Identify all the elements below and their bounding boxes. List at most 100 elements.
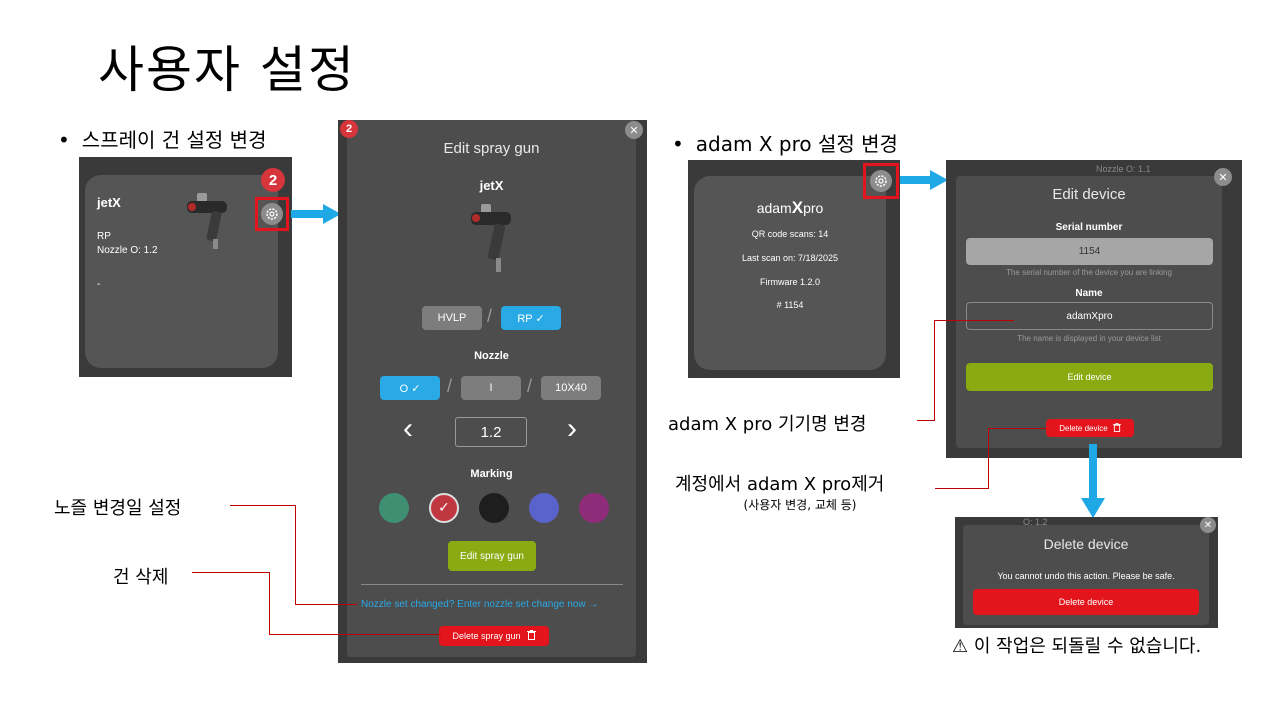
spray-gun-image [471,204,511,272]
chevron-left-icon[interactable]: ‹ [403,412,413,445]
name-label: Name [1075,288,1103,299]
delete-label: Delete device [1059,423,1108,433]
connector-line [269,572,270,635]
gun-card[interactable]: jetX RP Nozzle O: 1.2 - [85,175,278,368]
brand-part: X [791,198,804,217]
serial-hint: The serial number of the device you are … [1006,268,1172,277]
connector-line [269,634,441,635]
device-qr-scans: QR code scans: 14 [751,229,829,239]
connector-line [935,488,989,489]
marking-color-purple[interactable] [579,493,609,523]
connector-line [230,505,296,506]
delete-warning-message: You cannot undo this action. Please be s… [997,571,1175,581]
edit-gun-screenshot: Edit spray gun jetX HVLP / RP ✓ Nozzle O… [338,120,647,663]
background-text: Nozzle O: 1.1 [1096,164,1151,174]
serial-label: Serial number [1055,222,1123,233]
delete-spray-gun-button[interactable]: Delete spray gun [439,626,549,646]
nozzle-option-o[interactable]: O ✓ [380,376,440,400]
background-text: O: 1.2 [1023,517,1048,527]
nozzle-change-link[interactable]: Nozzle set changed? Enter nozzle set cha… [361,599,599,610]
step-badge: 2 [261,168,285,192]
divider [361,584,623,585]
edit-device-button[interactable]: Edit device [966,363,1213,391]
chevron-right-icon[interactable]: › [567,412,577,445]
marking-label: Marking [470,468,513,480]
confirm-delete-device-button[interactable]: Delete device [973,589,1199,615]
connector-line [988,428,989,489]
device-brand-logo: adamXpro [694,198,886,218]
arrow-right-icon [900,170,948,190]
serial-number-field[interactable]: 1154 [966,238,1213,265]
annotation-delete-gun: 건 삭제 [113,567,169,588]
annotation-nozzle-setting: 노즐 변경일 설정 [54,498,182,519]
marking-color-black[interactable] [479,493,509,523]
nozzle-size-input[interactable]: 1.2 [455,417,527,447]
gun-card-type: RP [97,231,111,242]
nozzle-separator: / [527,376,533,396]
connector-line [192,572,270,573]
settings-highlight [863,163,899,199]
device-card-screenshot: adamXpro QR code scans: 14 Last scan on:… [688,160,900,378]
edit-device-screenshot: Nozzle O: 1.1 Edit device Serial number … [946,160,1242,458]
close-icon[interactable]: ✕ [1200,517,1216,533]
edit-spray-gun-button[interactable]: Edit spray gun [448,541,536,571]
nozzle-option-10x40[interactable]: 10X40 [541,376,601,400]
annotation-remove-device-sub: (사용자 변경, 교체 등) [743,498,857,512]
gear-icon[interactable] [261,203,283,225]
annotation-warning: ⚠ 이 작업은 되돌릴 수 없습니다. [952,632,1201,658]
slide-title: 사용자 설정 [98,41,356,99]
connector-line [988,428,1046,429]
trash-icon [526,630,536,642]
warning-icon: ⚠ [952,636,969,657]
modal-title: Delete device [1043,536,1129,552]
nozzle-separator: / [447,376,453,396]
device-id: # 1154 [776,300,804,310]
type-option-rp[interactable]: RP ✓ [501,306,561,330]
bullet-spray-gun-settings: • 스프레이 건 설정 변경 [58,124,266,153]
bullet-dot: • [58,128,70,152]
marking-color-blue[interactable] [529,493,559,523]
gun-card-name: jetX [97,195,121,210]
delete-device-modal: Delete device You cannot undo this actio… [963,525,1209,625]
delete-label: Delete spray gun [452,631,521,641]
brand-part: pro [803,200,824,216]
type-separator: / [487,306,493,326]
connector-line [934,320,935,421]
close-icon[interactable]: ✕ [625,121,643,139]
type-option-hvlp[interactable]: HVLP [422,306,482,330]
bullet-device-settings: • adam X pro 설정 변경 [672,128,898,157]
device-name-field[interactable]: adamXpro [966,302,1213,330]
close-icon[interactable]: ✕ [1214,168,1232,186]
delete-device-screenshot: O: 1.2 Delete device You cannot undo thi… [955,517,1218,628]
edit-gun-modal: Edit spray gun jetX HVLP / RP ✓ Nozzle O… [347,120,636,657]
step-badge: 2 [340,120,358,138]
gun-name: jetX [479,178,504,193]
device-card[interactable]: adamXpro QR code scans: 14 Last scan on:… [694,176,886,370]
delete-device-button[interactable]: Delete device [1046,419,1134,437]
name-hint: The name is displayed in your device lis… [1017,334,1161,343]
gun-card-nozzle: Nozzle O: 1.2 [97,245,158,256]
connector-line [295,604,357,605]
bullet-label: adam X pro 설정 변경 [695,132,898,156]
bullet-label: 스프레이 건 설정 변경 [81,128,267,152]
connector-line [934,320,1014,321]
nozzle-option-i[interactable]: I [461,376,521,400]
device-firmware: Firmware 1.2.0 [759,277,821,287]
marking-color-green[interactable] [379,493,409,523]
nozzle-label: Nozzle [474,350,509,362]
spray-gun-image [187,193,227,249]
modal-title: Edit device [1052,186,1126,203]
marking-color-red-selected[interactable]: ✓ [429,493,459,523]
gear-icon[interactable] [870,170,892,192]
arrow-right-icon [291,204,341,224]
modal-title: Edit spray gun [443,140,540,157]
brand-part: adam [756,200,792,216]
marking-color-row: ✓ [379,493,609,525]
connector-line [295,505,296,605]
annotation-rename-device: adam X pro 기기명 변경 [668,414,867,435]
edit-device-modal: Edit device Serial number 1154 The seria… [956,176,1222,448]
bullet-dot: • [672,132,684,156]
arrow-down-icon [1081,444,1105,518]
device-last-scan: Last scan on: 7/18/2025 [741,253,839,263]
connector-line [917,420,935,421]
